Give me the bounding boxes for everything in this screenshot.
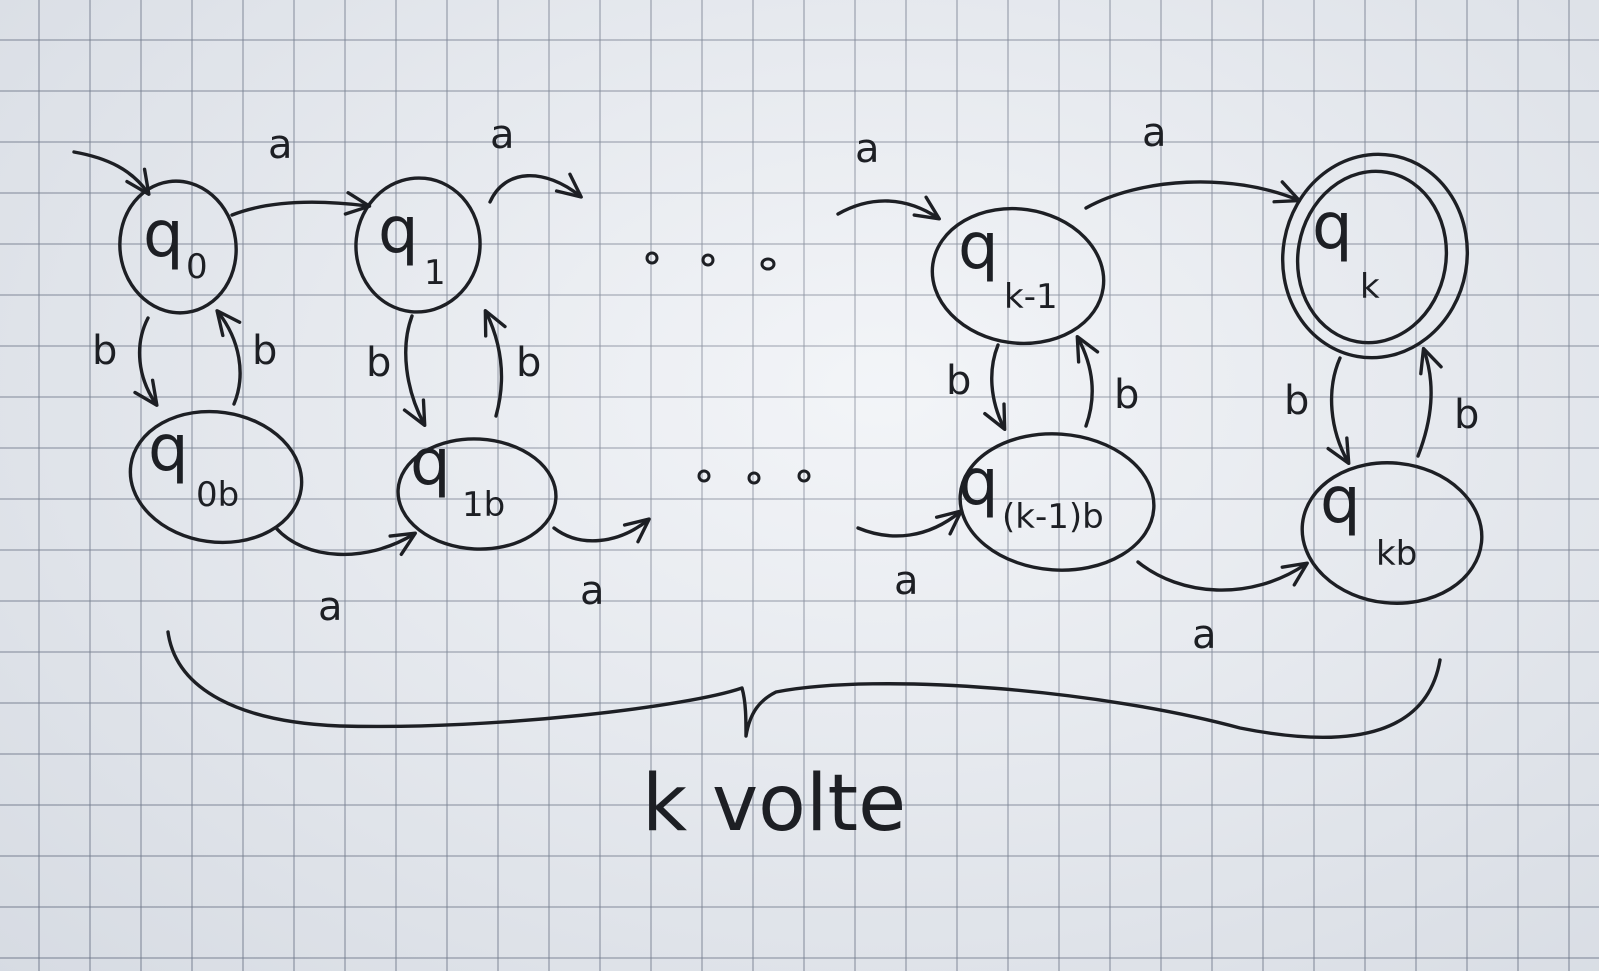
edge-ellipsis-qk-1b xyxy=(856,509,963,538)
state-label: q xyxy=(143,198,184,272)
state-subscript: 0 xyxy=(186,247,208,287)
edge-label-b: b xyxy=(1454,392,1479,438)
edge-qk-1-qk xyxy=(1084,180,1302,210)
state-q0b: q 0b xyxy=(128,409,304,545)
edge-label-a: a xyxy=(894,558,919,604)
ellipsis-bottom xyxy=(697,469,811,485)
state-subscript: 1b xyxy=(462,485,505,525)
edge-label-b: b xyxy=(92,328,117,374)
edge-q1b-q1 xyxy=(483,308,507,418)
edge-qk-1b-qkb xyxy=(1136,560,1309,592)
edge-qk-qkb xyxy=(1326,356,1351,466)
state-label: q xyxy=(958,210,999,284)
state-label: q xyxy=(148,412,189,486)
state-label: q xyxy=(958,446,999,520)
edge-qk-1b-qk-1 xyxy=(1075,334,1100,428)
edge-qkb-qk xyxy=(1416,346,1443,458)
edge-q1-ellipsis xyxy=(488,172,583,204)
state-label: q xyxy=(378,194,419,268)
state-subscript: k-1 xyxy=(1004,277,1058,317)
brace-label: k volte xyxy=(642,759,906,849)
state-qk-1: q k-1 xyxy=(930,206,1106,346)
edge-label-a: a xyxy=(1192,612,1217,658)
state-label: q xyxy=(1312,190,1353,264)
state-subscript: (k-1)b xyxy=(1002,497,1104,537)
edge-ellipsis-qk-1 xyxy=(836,195,941,221)
curly-brace xyxy=(166,630,1442,739)
state-subscript: kb xyxy=(1376,534,1417,574)
state-q0: q 0 xyxy=(118,179,238,315)
edge-q1b-ellipsis xyxy=(552,517,651,544)
edge-label-b: b xyxy=(366,340,391,386)
edge-label-a: a xyxy=(855,126,880,172)
state-label: q xyxy=(1320,464,1361,538)
edge-label-a: a xyxy=(490,112,515,158)
initial-arrow xyxy=(72,150,151,196)
edge-label-a: a xyxy=(1142,110,1167,156)
edge-q0-q0b xyxy=(133,316,159,407)
state-label: q xyxy=(410,426,451,500)
edge-q0b-q0 xyxy=(215,309,242,406)
state-qkb: q kb xyxy=(1300,461,1484,605)
edge-label-b: b xyxy=(516,340,541,386)
edge-q0b-q1b xyxy=(274,526,417,557)
state-q1: q 1 xyxy=(354,176,482,314)
edge-label-b: b xyxy=(1114,372,1139,418)
state-q1b: q 1b xyxy=(396,426,558,551)
edge-qk-1-qk-1b xyxy=(983,343,1007,432)
edge-label-a: a xyxy=(580,568,605,614)
edge-q1-q1b xyxy=(402,314,427,428)
edge-label-b: b xyxy=(946,358,971,404)
edge-q0-q1 xyxy=(230,191,372,217)
state-subscript: 0b xyxy=(196,475,239,515)
state-qk-accepting: q k xyxy=(1280,152,1470,360)
edge-label-b: b xyxy=(252,328,277,374)
edge-label-b: b xyxy=(1284,378,1309,424)
state-subscript: k xyxy=(1360,267,1380,307)
ellipsis-top xyxy=(645,251,776,271)
edge-label-a: a xyxy=(318,584,343,630)
state-subscript: 1 xyxy=(424,253,446,293)
state-qk-1b: q (k-1)b xyxy=(958,432,1156,572)
edge-label-a: a xyxy=(268,122,293,168)
